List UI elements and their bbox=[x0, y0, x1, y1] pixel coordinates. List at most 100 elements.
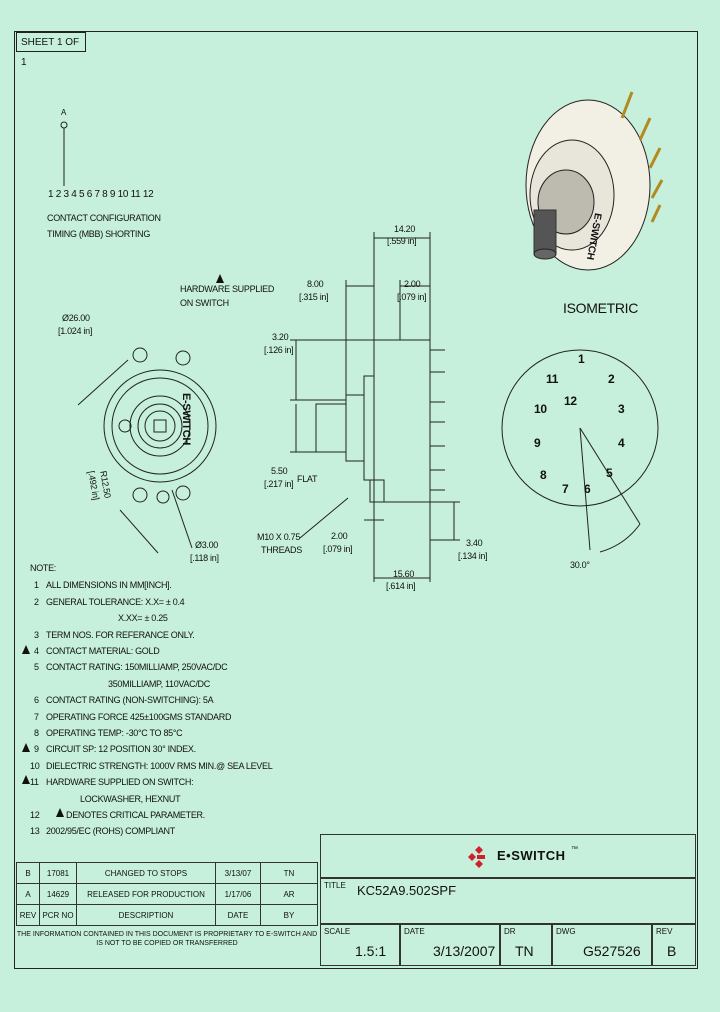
date-cell: 1/17/06 bbox=[215, 883, 261, 905]
contact-config-timing: TIMING (MBB) SHORTING bbox=[47, 229, 151, 239]
note-num: 8 bbox=[34, 728, 39, 738]
pcr-cell: 17081 bbox=[39, 862, 77, 884]
contact-marker-circle bbox=[60, 121, 68, 129]
note-num: 6 bbox=[34, 695, 39, 705]
dim-d5: 5.50 bbox=[271, 466, 288, 476]
note-num: 4 bbox=[34, 646, 39, 656]
pin-5: 5 bbox=[606, 466, 613, 480]
switch-body bbox=[373, 339, 431, 503]
pin-8: 8 bbox=[540, 468, 547, 482]
note-text: OPERATING TEMP: -30°C TO 85°C bbox=[46, 728, 183, 738]
proprietary-notice: THE INFORMATION CONTAINED IN THIS DOCUME… bbox=[16, 931, 318, 947]
dim-d6-in: [.079 in] bbox=[323, 544, 353, 554]
pin-1: 1 bbox=[578, 352, 585, 366]
note-text: X.XX= ± 0.25 bbox=[118, 613, 168, 623]
pin-12: 12 bbox=[564, 394, 577, 408]
dim-d1: 14.20 bbox=[394, 224, 416, 234]
shaft bbox=[315, 403, 347, 453]
dim-d4: 3.20 bbox=[272, 332, 289, 342]
note-num: 10 bbox=[30, 761, 40, 771]
note-num: 12 bbox=[30, 810, 40, 820]
front-diameter: Ø26.00 bbox=[62, 313, 90, 323]
table-header-row: REV PCR NO DESCRIPTION DATE BY bbox=[16, 904, 318, 926]
index-angle: 30.0° bbox=[570, 560, 590, 570]
note-text: CONTACT RATING (NON-SWITCHING): 5A bbox=[46, 695, 214, 705]
pin-6: 6 bbox=[584, 482, 591, 496]
front-view-outer bbox=[103, 369, 217, 483]
pin-10: 10 bbox=[534, 402, 547, 416]
note-text: DIELECTRIC STRENGTH: 1000V RMS MIN.@ SEA… bbox=[46, 761, 273, 771]
dr-box: DR TN bbox=[500, 924, 552, 966]
pin-2: 2 bbox=[608, 372, 615, 386]
brand-tm: ™ bbox=[571, 846, 578, 853]
front-logo-text: E-SWITCH bbox=[180, 393, 192, 445]
note-text: GENERAL TOLERANCE: X.X= ± 0.4 bbox=[46, 597, 185, 607]
note-num: 5 bbox=[34, 662, 39, 672]
header-pcr: PCR NO bbox=[39, 904, 77, 926]
hw-note-1: HARDWARE SUPPLIED bbox=[180, 284, 275, 294]
thread-spec: M10 X 0.75 bbox=[257, 532, 301, 542]
header-by: BY bbox=[260, 904, 318, 926]
dr-label: DR bbox=[504, 927, 516, 936]
header-date: DATE bbox=[215, 904, 261, 926]
note-text: HARDWARE SUPPLIED ON SWITCH: bbox=[46, 777, 194, 787]
note-text: CIRCUIT SP: 12 POSITION 30° INDEX. bbox=[46, 744, 196, 754]
note-num: 1 bbox=[34, 580, 39, 590]
note-text: CONTACT RATING: 150MILLIAMP, 250VAC/DC bbox=[46, 662, 228, 672]
dim-d8-in: [.134 in] bbox=[458, 551, 488, 561]
dim-d3-in: [.079 in] bbox=[397, 292, 427, 302]
dwg-box: DWG G527526 bbox=[552, 924, 652, 966]
dim-d1-in: [.559 in] bbox=[387, 236, 417, 246]
sheet-label: SHEET 1 OF 1 bbox=[16, 32, 86, 68]
note-text: OPERATING FORCE 425±100GMS STANDARD bbox=[46, 712, 232, 722]
dwg-value: G527526 bbox=[583, 943, 641, 959]
dim-d7: 15.60 bbox=[393, 569, 415, 579]
note-num: 2 bbox=[34, 597, 39, 607]
note-num: 13 bbox=[30, 826, 40, 836]
dim-d3: 2.00 bbox=[404, 279, 421, 289]
note-text: LOCKWASHER, HEXNUT bbox=[80, 794, 181, 804]
thread-label: THREADS bbox=[261, 545, 302, 555]
rev-box: REV B bbox=[652, 924, 696, 966]
title-box: TITLE KC52A9.502SPF bbox=[320, 878, 696, 924]
brand-box: E•SWITCH ™ bbox=[320, 834, 696, 878]
date-cell: 3/13/07 bbox=[215, 862, 261, 884]
scale-box: SCALE 1.5:1 bbox=[320, 924, 400, 966]
rev-cell: A bbox=[16, 883, 40, 905]
dim-d5-in: [.217 in] bbox=[264, 479, 294, 489]
desc-cell: CHANGED TO STOPS bbox=[76, 862, 216, 884]
pin-11: 11 bbox=[546, 372, 559, 386]
pin-layout-circle bbox=[501, 349, 659, 507]
contact-config-title: CONTACT CONFIGURATION bbox=[47, 213, 161, 223]
title-label: TITLE bbox=[324, 881, 346, 890]
header-rev: REV bbox=[16, 904, 40, 926]
by-cell: TN bbox=[260, 862, 318, 884]
pin-7: 7 bbox=[562, 482, 569, 496]
pin-3: 3 bbox=[618, 402, 625, 416]
dim-d2-in: [.315 in] bbox=[299, 292, 329, 302]
table-row: B 17081 CHANGED TO STOPS 3/13/07 TN bbox=[16, 862, 318, 884]
note-num: 3 bbox=[34, 630, 39, 640]
note-text: 2002/95/EC (ROHS) COMPLIANT bbox=[46, 826, 175, 836]
pin-9: 9 bbox=[534, 436, 541, 450]
drawing-frame bbox=[14, 31, 698, 969]
part-number: KC52A9.502SPF bbox=[357, 883, 457, 898]
note-text: CONTACT MATERIAL: GOLD bbox=[46, 646, 160, 656]
date-value: 3/13/2007 bbox=[433, 943, 496, 959]
scale-label: SCALE bbox=[324, 927, 351, 936]
dwg-label: DWG bbox=[556, 927, 576, 936]
note-text: DENOTES CRITICAL PARAMETER. bbox=[66, 810, 205, 820]
notes-title: NOTE: bbox=[30, 563, 57, 573]
e-switch-logo-icon bbox=[468, 846, 485, 868]
note-num: 7 bbox=[34, 712, 39, 722]
scale-value: 1.5:1 bbox=[355, 943, 387, 959]
pin-4: 4 bbox=[618, 436, 625, 450]
dim-d8: 3.40 bbox=[466, 538, 483, 548]
date-label: DATE bbox=[404, 927, 425, 936]
rev-label: REV bbox=[656, 927, 673, 936]
front-diameter-in: [1.024 in] bbox=[58, 326, 93, 336]
rev-value: B bbox=[667, 943, 677, 959]
dim-d7-in: [.614 in] bbox=[386, 581, 416, 591]
pcr-cell: 14629 bbox=[39, 883, 77, 905]
